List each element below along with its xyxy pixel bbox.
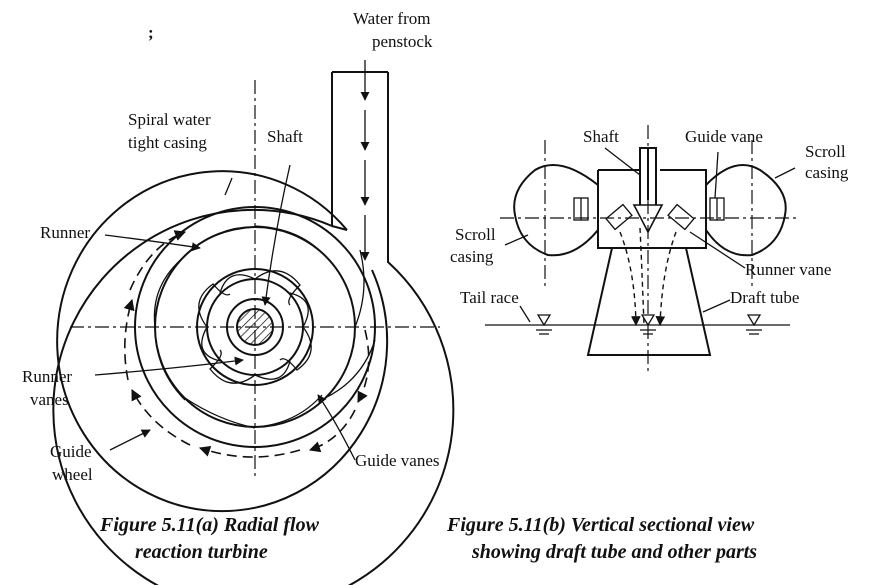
caption-b-line1: Figure 5.11(b) Vertical sectional view (446, 514, 755, 536)
label-draft-tube: Draft tube (730, 288, 799, 307)
spiral-casing (52, 72, 455, 585)
label-guide-vane: Guide vane (685, 127, 763, 146)
scroll-left-leader (504, 234, 529, 246)
spiral-flow-arrows (123, 230, 370, 458)
radial-turbine-diagram: ; Water from penstock Spiral water tight… (22, 9, 455, 585)
tail-race-leader (519, 305, 531, 323)
label-guide-vanes: Guide vanes (355, 451, 440, 470)
runner-vane-left (605, 203, 633, 231)
water-level-symbols (536, 314, 762, 335)
runner-vane-right (667, 203, 695, 231)
runner-vanes-leader (94, 356, 244, 376)
label-tail-race: Tail race (460, 288, 519, 307)
label-scroll-casing-left-1: Scroll (455, 225, 496, 244)
scroll-right-leader (774, 167, 796, 179)
label-scroll-casing-right-2: casing (805, 163, 849, 182)
label-shaft-a: Shaft (267, 127, 303, 146)
label-penstock: penstock (372, 32, 433, 51)
label-runner-vanes-2: vanes (30, 390, 69, 409)
guide-vanes (153, 225, 376, 429)
label-scroll-casing-right-1: Scroll (805, 142, 846, 161)
label-water-from: Water from (353, 9, 430, 28)
label-scroll-casing-left-2: casing (450, 247, 494, 266)
flow-left (619, 231, 641, 326)
guide-vanes-leader (317, 394, 356, 461)
draft-tube-leader (702, 299, 731, 313)
caption-a-line1: Figure 5.11(a) Radial flow (99, 514, 320, 536)
label-shaft-b: Shaft (583, 127, 619, 146)
shaft-leader (261, 164, 291, 306)
runner-leader (104, 234, 201, 252)
runner-vane-leader (689, 231, 746, 269)
label-runner: Runner (40, 223, 90, 242)
flow-right (655, 231, 677, 326)
draft-tube (586, 247, 712, 356)
caption-a-line2: reaction turbine (135, 541, 268, 563)
label-guide-wheel-1: Guide (50, 442, 92, 461)
guide-wheel-leader (109, 429, 151, 451)
penstock-joint (331, 225, 348, 231)
label-spiral-casing-1: Spiral water (128, 110, 211, 129)
guide-vane-leader (714, 151, 719, 199)
shaft-b-leader (604, 147, 641, 176)
sectional-view-diagram: Shaft Guide vane Scroll casing Scroll ca… (446, 125, 849, 563)
scroll-casing-right (705, 164, 787, 257)
caption-b-line2: showing draft tube and other parts (471, 541, 757, 563)
spiral-casing-inner (56, 170, 389, 513)
label-runner-vane: Runner vane (745, 260, 831, 279)
spiral-casing-leader (224, 177, 233, 196)
stray-mark: ; (148, 23, 154, 42)
scroll-casing-left (513, 164, 599, 257)
label-spiral-casing-2: tight casing (128, 133, 207, 152)
label-guide-wheel-2: wheel (52, 465, 93, 484)
label-runner-vanes-1: Runner (22, 367, 72, 386)
